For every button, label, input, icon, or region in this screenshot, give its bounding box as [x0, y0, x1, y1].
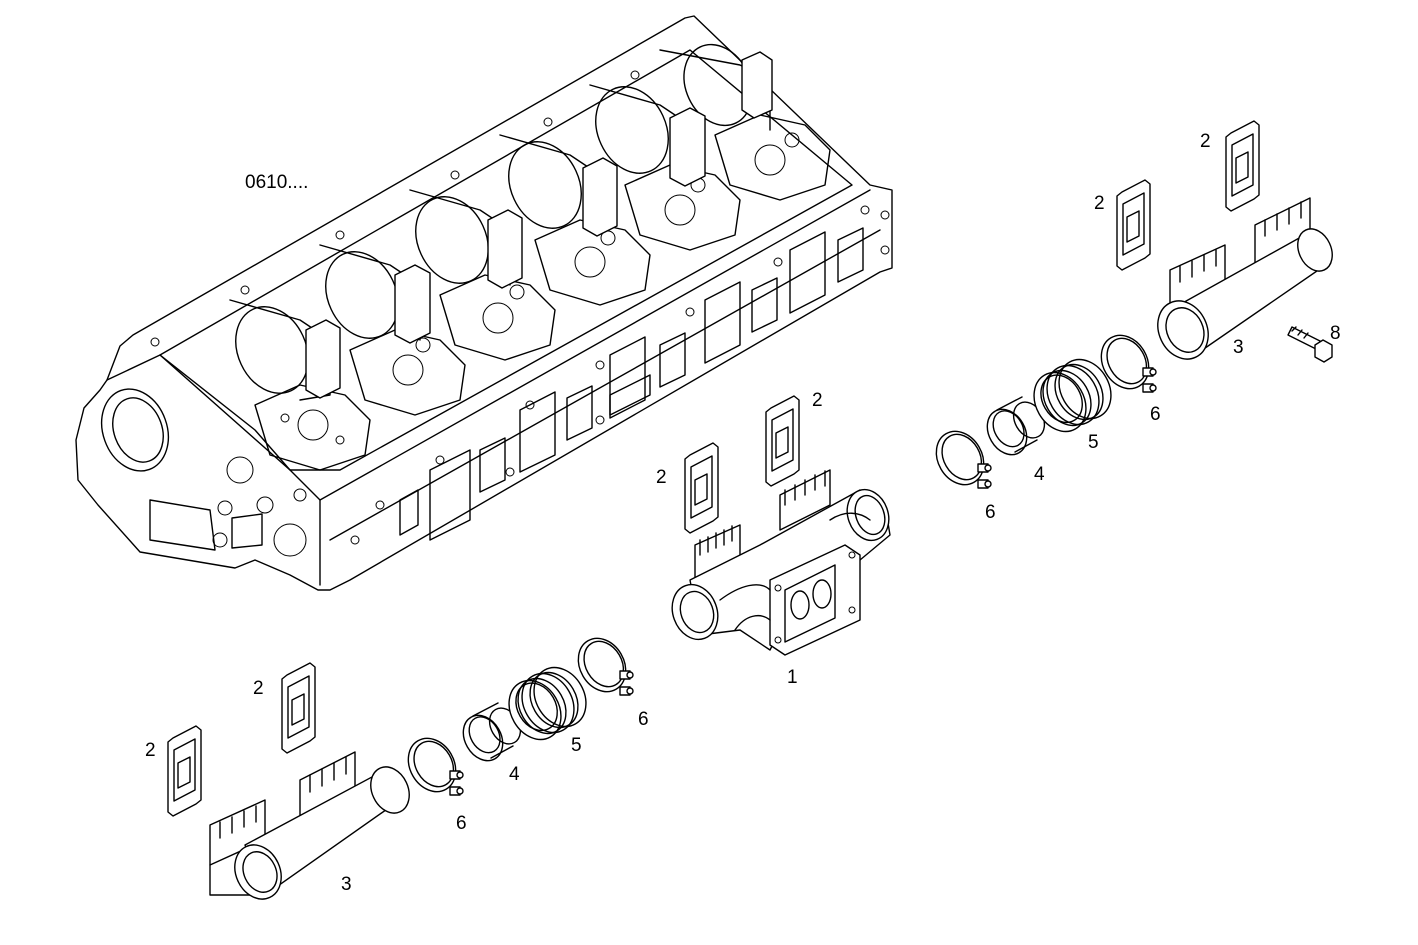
- gasket-top-right: [1225, 120, 1260, 212]
- clamp-upper-left: [926, 422, 994, 494]
- exhaust-manifold-center: [671, 469, 891, 656]
- label-part-3-upper: 3: [1233, 337, 1244, 358]
- label-part-4-lower: 4: [509, 764, 520, 785]
- label-part-2-bottom-right: 2: [253, 678, 264, 699]
- label-part-3-lower: 3: [341, 874, 352, 895]
- label-part-6-lower-left: 6: [456, 813, 467, 834]
- label-part-2-center-right: 2: [812, 390, 823, 411]
- clamp-lower-right: [568, 629, 636, 701]
- cylinder-head: [75, 15, 893, 591]
- gasket-bottom-right: [281, 662, 316, 754]
- label-part-6-lower-right: 6: [638, 709, 649, 730]
- gasket-center-right: [765, 395, 800, 487]
- label-part-4-upper: 4: [1034, 464, 1045, 485]
- exhaust-pipe-lower-left: [209, 751, 410, 900]
- label-part-5-upper: 5: [1088, 432, 1099, 453]
- label-part-8: 8: [1330, 323, 1341, 344]
- exhaust-pipe-upper-right: [1157, 197, 1333, 360]
- gasket-center-left: [684, 442, 719, 534]
- cylinder-head-pads: [254, 114, 831, 471]
- label-part-5-lower: 5: [571, 735, 582, 756]
- clamp-upper-right: [1091, 326, 1159, 398]
- label-part-6-upper-right: 6: [1150, 404, 1161, 425]
- label-part-6-upper-left: 6: [985, 502, 996, 523]
- gasket-bottom-left: [167, 725, 202, 817]
- label-part-2-top-left: 2: [1094, 193, 1105, 214]
- label-part-2-top-right: 2: [1200, 131, 1211, 152]
- cylinder-head-lugs: [305, 51, 773, 399]
- bolt: [1287, 326, 1333, 363]
- gasket-top-left: [1116, 179, 1151, 271]
- reference-label: 0610....: [245, 172, 308, 193]
- label-part-2-bottom-left: 2: [145, 740, 156, 761]
- label-part-1: 1: [787, 667, 798, 688]
- label-part-2-center-left: 2: [656, 467, 667, 488]
- cylinder-head-front-ports: [399, 227, 864, 541]
- cylinder-head-bolt-holes: [150, 70, 890, 545]
